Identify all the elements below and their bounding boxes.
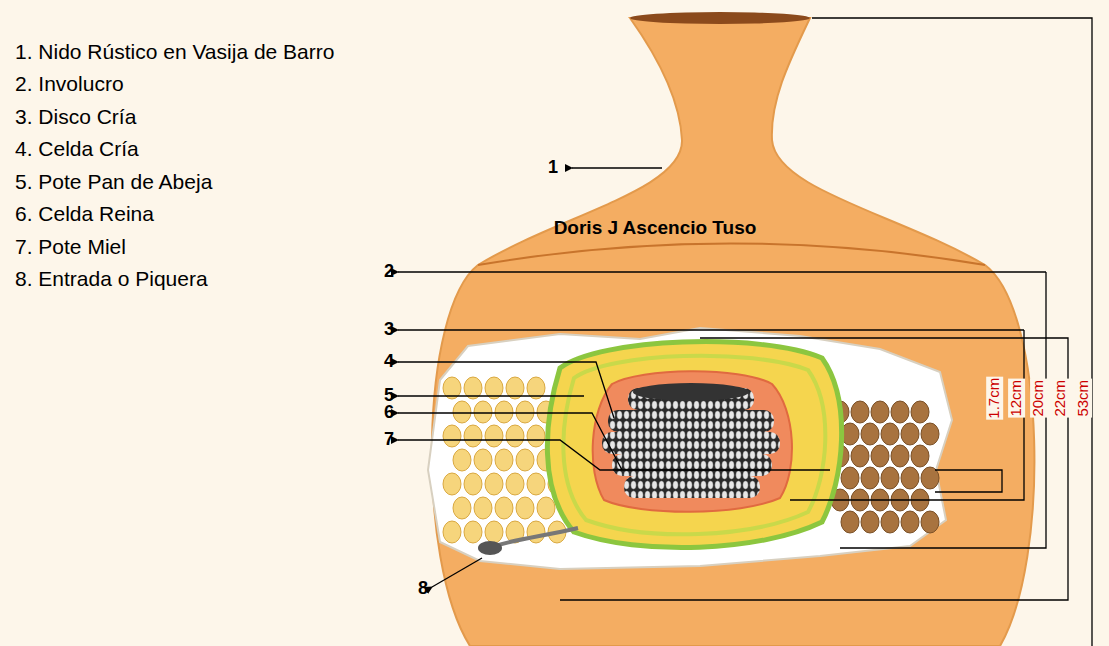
pot bbox=[871, 445, 889, 467]
pot bbox=[871, 401, 889, 423]
pot bbox=[495, 401, 513, 423]
pot bbox=[453, 449, 471, 471]
dimension: 1.7cm bbox=[986, 377, 1003, 420]
pot bbox=[464, 425, 482, 447]
pot bbox=[911, 401, 929, 423]
pot bbox=[495, 497, 513, 519]
pot bbox=[485, 521, 503, 543]
pot bbox=[881, 467, 899, 489]
pot bbox=[443, 473, 461, 495]
callout-number: 8 bbox=[418, 579, 428, 599]
callout-number: 6 bbox=[384, 403, 394, 423]
pot bbox=[537, 497, 555, 519]
legend-item: 5. Pote Pan de Abeja bbox=[15, 170, 212, 193]
legend-item: 6. Celda Reina bbox=[15, 202, 154, 225]
pot bbox=[443, 521, 461, 543]
pot bbox=[506, 425, 524, 447]
pot bbox=[474, 449, 492, 471]
brood-discs bbox=[602, 383, 780, 498]
pot bbox=[881, 511, 899, 533]
pot bbox=[516, 497, 534, 519]
dimension: 53cm bbox=[1075, 379, 1092, 418]
author-credit: Doris J Ascencio Tuso bbox=[554, 218, 757, 239]
legend-item: 7. Pote Miel bbox=[15, 235, 126, 258]
callout-number: 2 bbox=[384, 262, 394, 282]
dimension: 20cm bbox=[1030, 379, 1047, 418]
pot bbox=[495, 449, 513, 471]
legend-item: 4. Celda Cría bbox=[15, 137, 139, 160]
dimension: 22cm bbox=[1052, 379, 1069, 418]
dimension: 12cm bbox=[1008, 379, 1025, 418]
legend-item: 2. Involucro bbox=[15, 72, 124, 95]
entrance bbox=[478, 541, 502, 555]
pot bbox=[841, 467, 859, 489]
brood-envelope bbox=[593, 371, 792, 512]
pot bbox=[841, 511, 859, 533]
pot bbox=[485, 473, 503, 495]
pot bbox=[464, 521, 482, 543]
pot bbox=[861, 511, 879, 533]
callout-number: 4 bbox=[384, 352, 394, 372]
pot bbox=[474, 497, 492, 519]
pot bbox=[861, 423, 879, 445]
callout-number: 3 bbox=[384, 320, 394, 340]
leader-lines bbox=[398, 168, 1046, 587]
callout-number: 7 bbox=[384, 430, 394, 450]
shoulder-seam bbox=[478, 244, 985, 266]
pot bbox=[901, 511, 919, 533]
pot bbox=[443, 425, 461, 447]
involucro-outer bbox=[547, 342, 841, 548]
pot bbox=[527, 425, 545, 447]
pot bbox=[506, 473, 524, 495]
vessel-mouth bbox=[630, 12, 810, 24]
dimension-brackets bbox=[560, 18, 1092, 646]
pot bbox=[861, 467, 879, 489]
pot bbox=[921, 423, 939, 445]
pot bbox=[516, 401, 534, 423]
pot bbox=[901, 423, 919, 445]
pot bbox=[911, 445, 929, 467]
pot bbox=[485, 425, 503, 447]
pot bbox=[891, 401, 909, 423]
pot bbox=[474, 401, 492, 423]
legend-item: 8. Entrada o Piquera bbox=[15, 267, 208, 290]
pot bbox=[453, 497, 471, 519]
pot bbox=[851, 445, 869, 467]
pot bbox=[921, 511, 939, 533]
pot bbox=[464, 473, 482, 495]
pot bbox=[881, 423, 899, 445]
pot bbox=[901, 467, 919, 489]
pot bbox=[891, 445, 909, 467]
legend-item: 1. Nido Rústico en Vasija de Barro bbox=[15, 40, 334, 63]
pot bbox=[851, 401, 869, 423]
legend-item: 3. Disco Cría bbox=[15, 105, 136, 128]
pot bbox=[453, 401, 471, 423]
callout-number: 1 bbox=[548, 158, 558, 178]
cross-section bbox=[428, 328, 952, 569]
pot bbox=[527, 473, 545, 495]
entrance-tube bbox=[495, 528, 578, 546]
pot bbox=[516, 449, 534, 471]
